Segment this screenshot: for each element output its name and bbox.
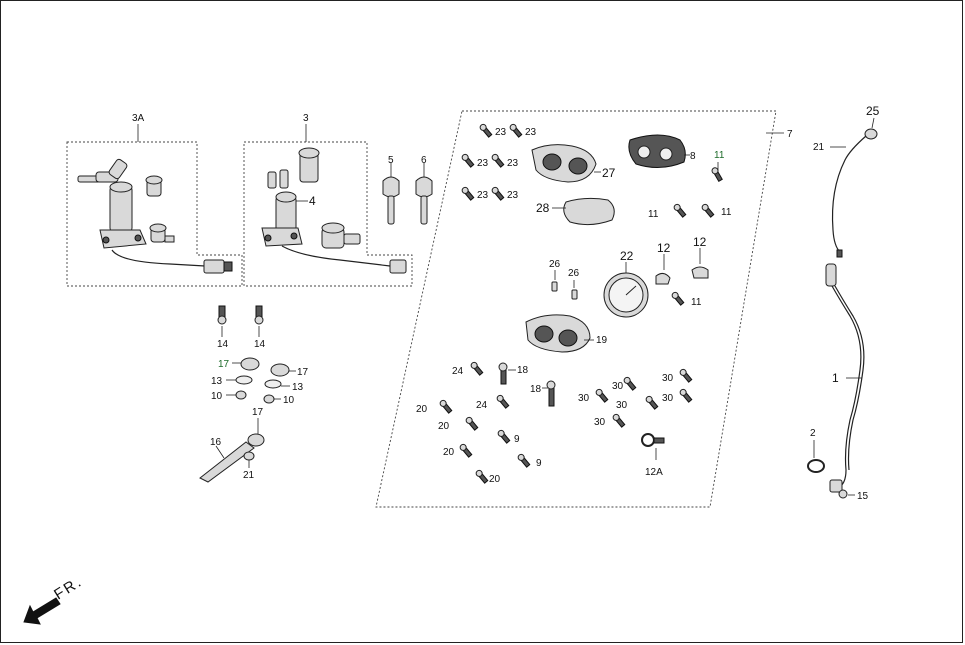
callout-3: 3	[303, 113, 309, 124]
callout-22: 22	[620, 249, 634, 263]
callout-23d: 23	[507, 158, 519, 169]
callout-30a: 30	[578, 393, 590, 404]
callout-8: 8	[690, 151, 696, 162]
callout-9a: 9	[514, 434, 520, 445]
hardware-stack	[199, 305, 296, 483]
group-box-7	[375, 110, 777, 508]
clamps-12	[655, 248, 709, 285]
clip-12A	[641, 433, 665, 460]
callout-14a: 14	[217, 339, 229, 350]
screws-lower	[439, 361, 693, 484]
callout-30c: 30	[616, 400, 628, 411]
group-box-3A	[66, 141, 243, 287]
callout-2: 2	[810, 428, 816, 439]
meter-front-cover-27	[531, 144, 601, 183]
callout-10a: 10	[211, 391, 223, 402]
meter-case-19	[525, 314, 594, 353]
callout-21a: 21	[243, 470, 255, 481]
front-direction-arrow-icon	[23, 597, 61, 625]
callout-28: 28	[536, 201, 550, 215]
callout-20c: 20	[443, 447, 455, 458]
direction-label: FR.	[51, 573, 86, 603]
callout-10b: 10	[283, 395, 295, 406]
callout-23f: 23	[507, 190, 519, 201]
callout-13b: 13	[292, 382, 304, 393]
callout-13a: 13	[211, 376, 223, 387]
callout-17c: 17	[252, 407, 264, 418]
callout-23c: 23	[477, 158, 489, 169]
callout-11a: 11	[714, 150, 725, 161]
callout-25: 25	[866, 104, 880, 118]
callout-15: 15	[857, 491, 869, 502]
callout-12b: 12	[693, 235, 707, 249]
callout-21b: 21	[813, 142, 825, 153]
callout-6: 6	[421, 155, 427, 166]
callout-18b: 18	[530, 384, 542, 395]
callout-11d: 11	[691, 297, 702, 308]
screws-23	[461, 123, 523, 201]
callout-17b: 17	[297, 367, 309, 378]
group-box-3	[243, 141, 413, 287]
callout-23a: 23	[495, 127, 507, 138]
callout-30d: 30	[662, 373, 674, 384]
speedometer-cable-1	[807, 117, 878, 499]
callout-26b: 26	[568, 268, 580, 279]
meter-panel-8	[628, 134, 690, 168]
callout-7: 7	[787, 129, 793, 140]
callout-26a: 26	[549, 259, 561, 270]
callout-11c: 11	[721, 207, 732, 218]
callout-24a: 24	[452, 366, 464, 377]
callout-30b: 30	[612, 381, 624, 392]
callout-23e: 23	[477, 190, 489, 201]
ignition-switch-set-3A	[77, 124, 233, 274]
callout-17a: 17	[218, 359, 230, 370]
callout-12A: 12A	[645, 467, 663, 478]
callout-9b: 9	[536, 458, 542, 469]
callout-20a: 20	[416, 404, 428, 415]
callout-23b: 23	[525, 127, 537, 138]
callout-4: 4	[309, 194, 316, 208]
callout-18a: 18	[517, 365, 529, 376]
speedometer-22	[603, 262, 649, 318]
meter-lower-cover-28	[552, 197, 615, 226]
callout-16: 16	[210, 437, 222, 448]
screws-11	[671, 162, 723, 306]
callout-20d: 20	[489, 474, 501, 485]
callout-5: 5	[388, 155, 394, 166]
callout-19: 19	[596, 335, 608, 346]
lock-set-3	[261, 124, 407, 274]
callout-11b: 11	[648, 209, 659, 220]
callout-3A: 3A	[132, 113, 145, 124]
bulbs-26	[551, 270, 578, 300]
callout-12a: 12	[657, 241, 671, 255]
callout-27: 27	[602, 166, 616, 180]
callout-30e: 30	[662, 393, 674, 404]
callout-24b: 24	[476, 400, 488, 411]
callout-30f: 30	[594, 417, 606, 428]
callout-20b: 20	[438, 421, 450, 432]
key-6	[415, 163, 433, 225]
callout-1: 1	[832, 371, 839, 385]
key-5	[382, 163, 400, 225]
callout-14b: 14	[254, 339, 266, 350]
